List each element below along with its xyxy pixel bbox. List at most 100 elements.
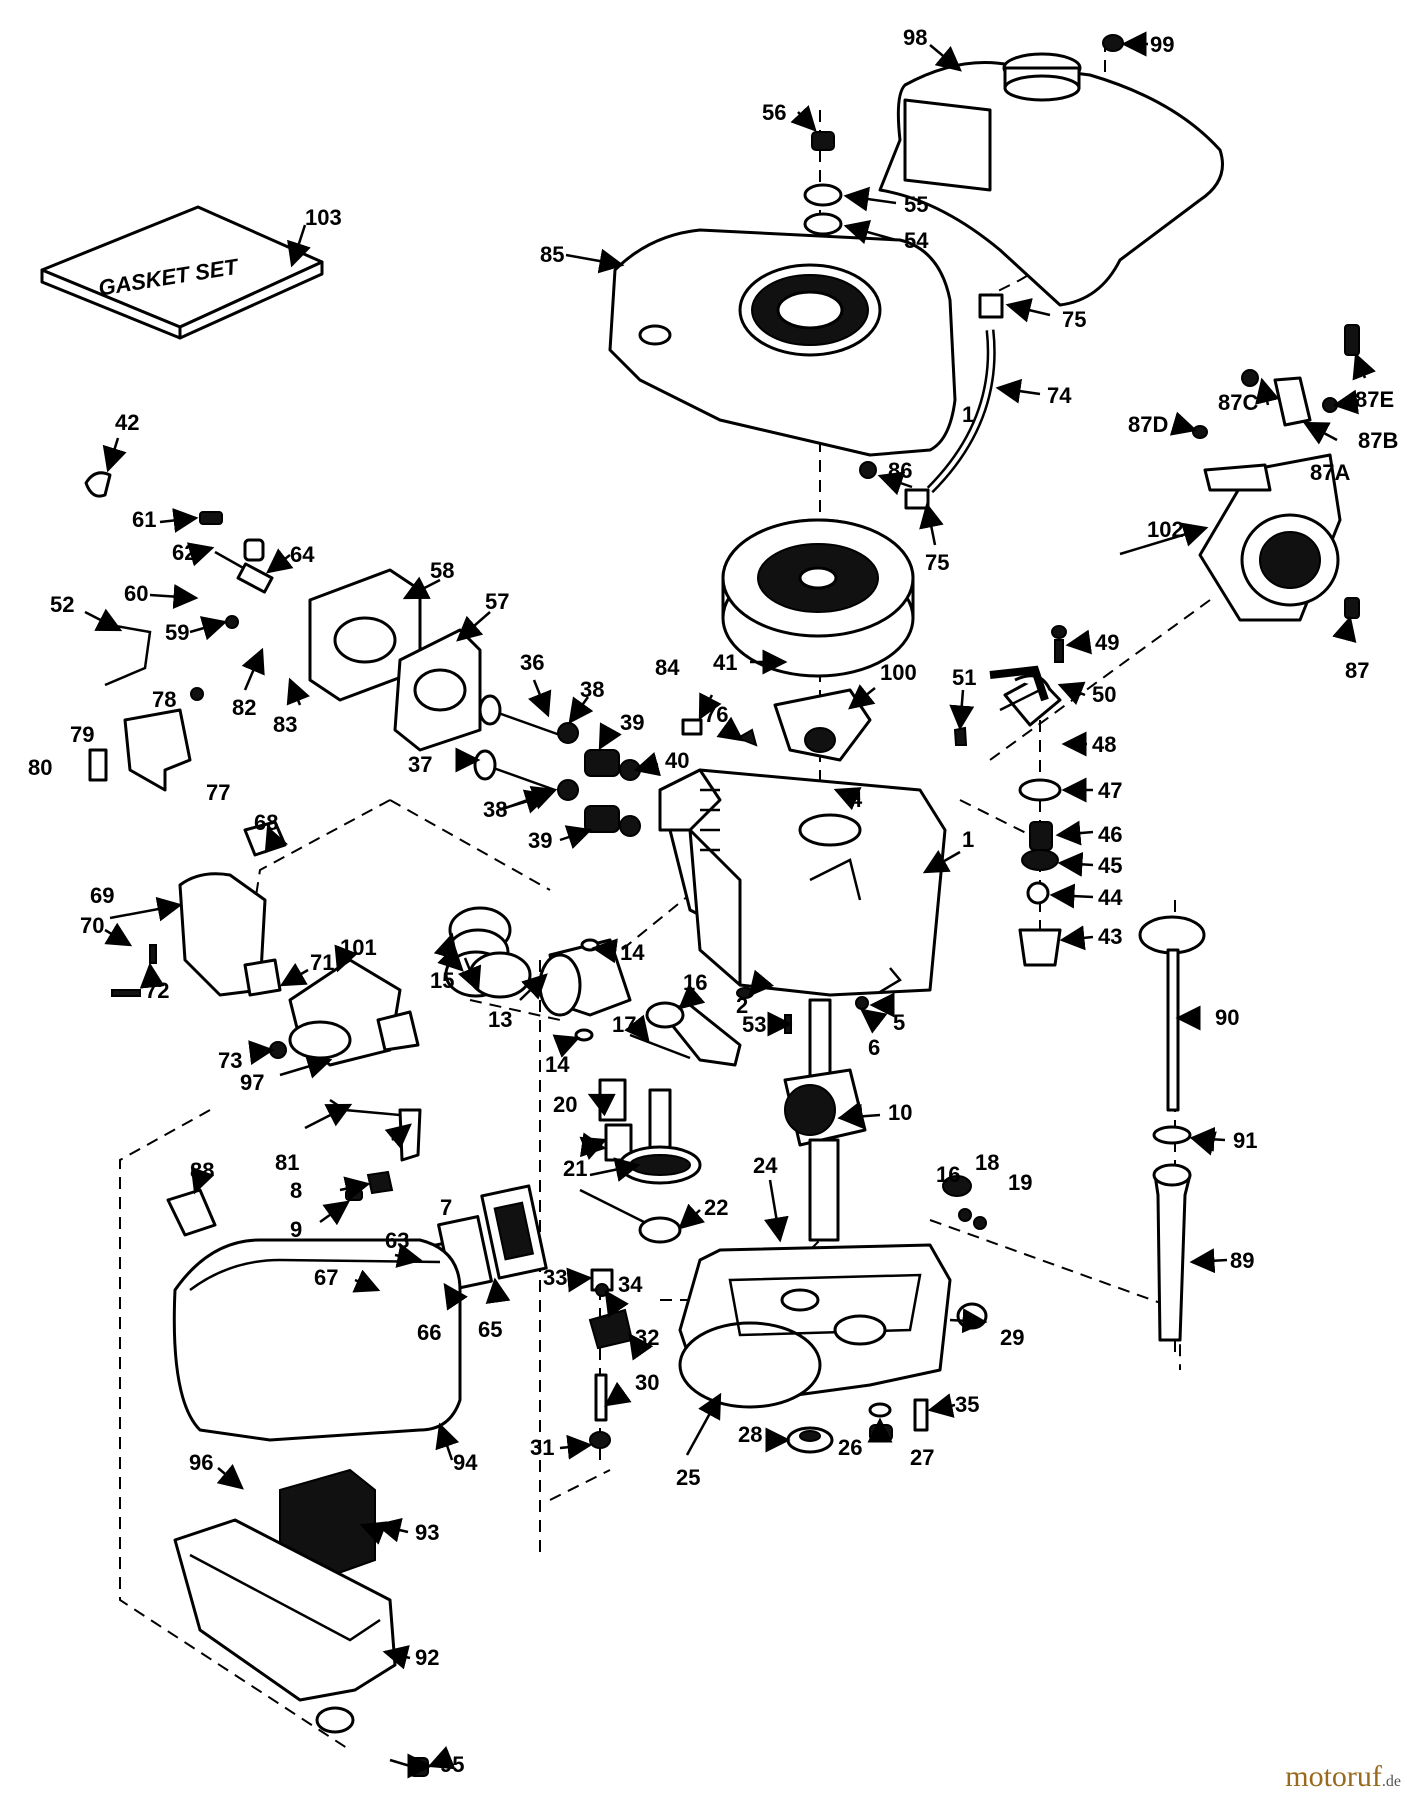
label-87d: 87D bbox=[1128, 412, 1168, 437]
label-87e: 87E bbox=[1355, 387, 1394, 412]
label-26: 26 bbox=[838, 1435, 862, 1460]
label-22: 22 bbox=[704, 1195, 728, 1220]
label-90: 90 bbox=[1215, 1005, 1239, 1030]
label-57: 57 bbox=[485, 589, 509, 614]
label-67: 67 bbox=[314, 1265, 338, 1290]
camshaft bbox=[579, 1078, 702, 1244]
flywheel bbox=[721, 518, 915, 678]
blower-housing bbox=[608, 228, 957, 457]
label-80: 80 bbox=[28, 755, 52, 780]
label-16-cap: 16 bbox=[936, 1162, 960, 1187]
label-5: 5 bbox=[893, 1010, 905, 1035]
label-42: 42 bbox=[115, 410, 139, 435]
label-77: 77 bbox=[206, 780, 230, 805]
misc-small-parts bbox=[111, 34, 1124, 1230]
label-51: 51 bbox=[952, 665, 976, 690]
label-37: 37 bbox=[408, 752, 432, 777]
label-92: 92 bbox=[415, 1645, 439, 1670]
label-58: 58 bbox=[430, 558, 454, 583]
label-13: 13 bbox=[488, 1007, 512, 1032]
label-103: 103 bbox=[305, 205, 342, 230]
label-4: 4 bbox=[850, 787, 863, 812]
label-32: 32 bbox=[635, 1325, 659, 1350]
washers-and-nut bbox=[803, 131, 843, 236]
label-82: 82 bbox=[232, 695, 256, 720]
label-8: 8 bbox=[290, 1178, 302, 1203]
label-102: 102 bbox=[1147, 517, 1184, 542]
label-72: 72 bbox=[145, 978, 169, 1003]
label-68: 68 bbox=[254, 810, 278, 835]
label-43: 43 bbox=[1098, 924, 1122, 949]
crankshaft bbox=[783, 998, 867, 1242]
label-14-bottom: 14 bbox=[545, 1052, 570, 1077]
cylinder-block bbox=[658, 768, 947, 997]
label-33: 33 bbox=[543, 1265, 567, 1290]
label-87b: 87B bbox=[1358, 428, 1398, 453]
label-87: 87 bbox=[1345, 658, 1369, 683]
label-40: 40 bbox=[665, 748, 689, 773]
label-16-rod: 16 bbox=[683, 970, 707, 995]
watermark-name: motoruf bbox=[1285, 1760, 1382, 1793]
label-100: 100 bbox=[880, 660, 917, 685]
label-6: 6 bbox=[868, 1035, 880, 1060]
label-99: 99 bbox=[1150, 32, 1174, 57]
small-parts-base bbox=[588, 1268, 988, 1454]
label-1: 1 bbox=[962, 402, 974, 427]
label-91: 91 bbox=[1233, 1128, 1257, 1153]
label-101: 101 bbox=[340, 935, 377, 960]
label-14-top: 14 bbox=[620, 940, 645, 965]
label-27: 27 bbox=[910, 1445, 934, 1470]
fuel-line bbox=[904, 293, 1004, 510]
label-81: 81 bbox=[275, 1150, 299, 1175]
watermark-suffix: .de bbox=[1381, 1773, 1401, 1790]
label-88: 88 bbox=[190, 1158, 214, 1183]
label-44: 44 bbox=[1098, 885, 1123, 910]
label-76: 76 bbox=[704, 702, 728, 727]
label-96: 96 bbox=[189, 1450, 213, 1475]
label-97: 97 bbox=[240, 1070, 264, 1095]
label-56: 56 bbox=[762, 100, 786, 125]
leader-arrows bbox=[84, 31, 1376, 1779]
part-number-labels: 1 1 2 4 5 6 7 8 9 10 13 14 14 15 16 16 1… bbox=[28, 25, 1398, 1777]
label-75-top: 75 bbox=[1062, 307, 1086, 332]
label-52: 52 bbox=[50, 592, 74, 617]
label-48: 48 bbox=[1092, 732, 1116, 757]
label-87c: 87C bbox=[1218, 390, 1258, 415]
label-41: 41 bbox=[713, 650, 737, 675]
label-89: 89 bbox=[1230, 1248, 1254, 1273]
cylinder-head bbox=[308, 568, 482, 752]
label-53: 53 bbox=[742, 1012, 766, 1037]
gasket-88 bbox=[166, 1188, 217, 1237]
label-39-top: 39 bbox=[620, 710, 644, 735]
label-85: 85 bbox=[540, 242, 564, 267]
label-62: 62 bbox=[172, 540, 196, 565]
label-87a: 87A bbox=[1310, 460, 1350, 485]
label-73: 73 bbox=[218, 1048, 242, 1073]
label-65: 65 bbox=[478, 1317, 502, 1342]
label-64: 64 bbox=[290, 542, 315, 567]
label-38-top: 38 bbox=[580, 677, 604, 702]
label-47: 47 bbox=[1098, 778, 1122, 803]
label-98: 98 bbox=[903, 25, 927, 50]
label-84: 84 bbox=[655, 655, 680, 680]
boot-42 bbox=[84, 471, 112, 498]
label-30: 30 bbox=[635, 1370, 659, 1395]
valve-train bbox=[473, 694, 641, 837]
label-63: 63 bbox=[385, 1228, 409, 1253]
rewind-starter bbox=[1198, 453, 1342, 622]
label-94: 94 bbox=[453, 1450, 478, 1475]
dipstick bbox=[1138, 915, 1206, 1342]
label-35: 35 bbox=[955, 1392, 979, 1417]
fuel-fittings bbox=[989, 625, 1067, 967]
fuel-tank-cover bbox=[878, 52, 1224, 307]
label-79: 79 bbox=[70, 722, 94, 747]
label-75-bottom: 75 bbox=[925, 550, 949, 575]
label-86: 86 bbox=[888, 458, 912, 483]
label-19: 19 bbox=[1008, 1170, 1032, 1195]
label-28: 28 bbox=[738, 1422, 762, 1447]
label-95: 95 bbox=[440, 1752, 464, 1777]
label-50: 50 bbox=[1092, 682, 1116, 707]
label-15: 15 bbox=[430, 968, 454, 993]
label-70: 70 bbox=[80, 913, 104, 938]
